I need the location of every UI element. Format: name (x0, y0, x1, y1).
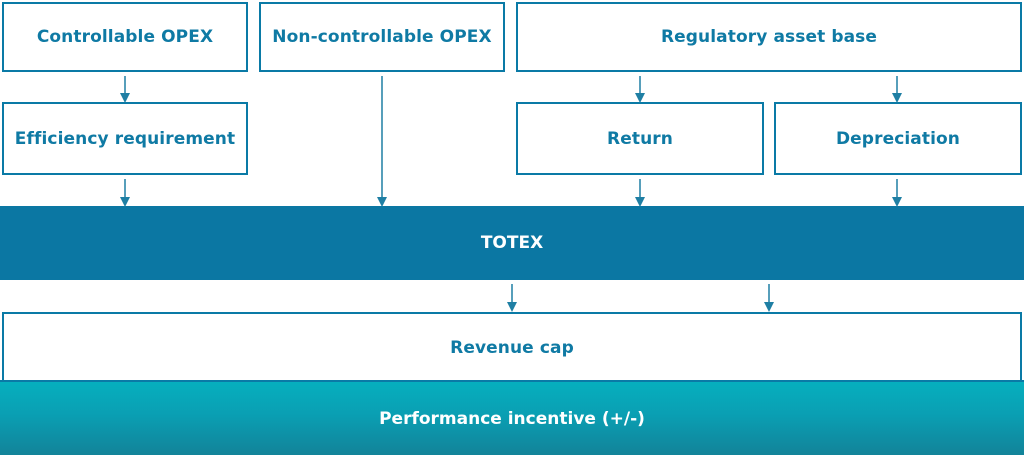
regulatory-asset-base-label: Regulatory asset base (660, 27, 878, 47)
revenue-cap-label: Revenue cap (450, 338, 574, 358)
non-controllable-opex-label: Non-controllable OPEX (272, 27, 492, 47)
return-box: Return (516, 102, 764, 175)
revenue-cap-box: Revenue cap (2, 312, 1022, 382)
efficiency-requirement-label: Efficiency requirement (14, 128, 236, 149)
return-label: Return (607, 128, 673, 149)
performance-incentive-label: Performance incentive (+/-) (379, 408, 645, 429)
depreciation-label: Depreciation (835, 128, 961, 149)
controllable-opex-box: Controllable OPEX (2, 2, 248, 72)
depreciation-box: Depreciation (774, 102, 1022, 175)
performance-incentive-bar: Performance incentive (+/-) (0, 380, 1024, 455)
totex-label: TOTEX (480, 233, 544, 253)
efficiency-requirement-box: Efficiency requirement (2, 102, 248, 175)
regulatory-asset-base-box: Regulatory asset base (516, 2, 1022, 72)
non-controllable-opex-box: Non-controllable OPEX (259, 2, 505, 72)
totex-bar: TOTEX (0, 206, 1024, 280)
controllable-opex-label: Controllable OPEX (36, 27, 214, 47)
